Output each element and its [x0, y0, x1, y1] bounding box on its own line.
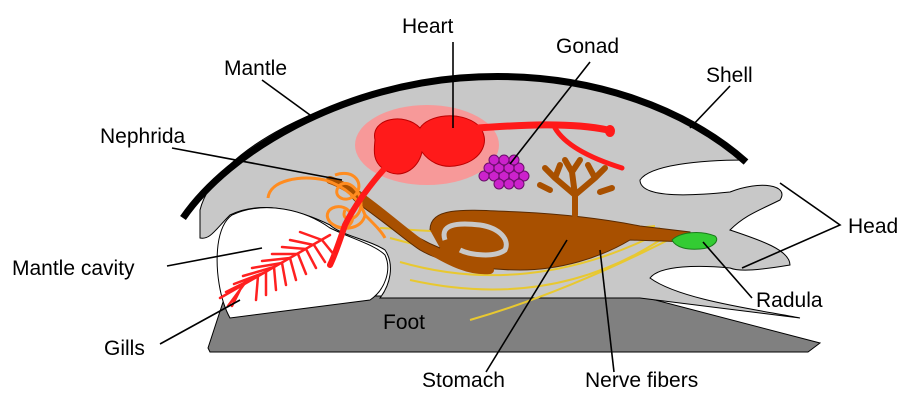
label-mantle: Mantle — [224, 58, 287, 79]
label-gills: Gills — [104, 338, 145, 359]
label-shell: Shell — [706, 65, 753, 86]
label-heart: Heart — [402, 16, 453, 37]
leader-shell — [690, 86, 730, 128]
label-gonad: Gonad — [556, 36, 619, 57]
label-nerve-fibers: Nerve fibers — [585, 370, 698, 391]
label-foot: Foot — [383, 312, 425, 333]
label-nephrida: Nephrida — [100, 126, 185, 147]
label-mantle-cavity: Mantle cavity — [12, 258, 135, 279]
label-head: Head — [848, 216, 898, 237]
leader-mantle — [262, 80, 310, 115]
label-radula: Radula — [756, 290, 823, 311]
label-stomach: Stomach — [422, 370, 505, 391]
